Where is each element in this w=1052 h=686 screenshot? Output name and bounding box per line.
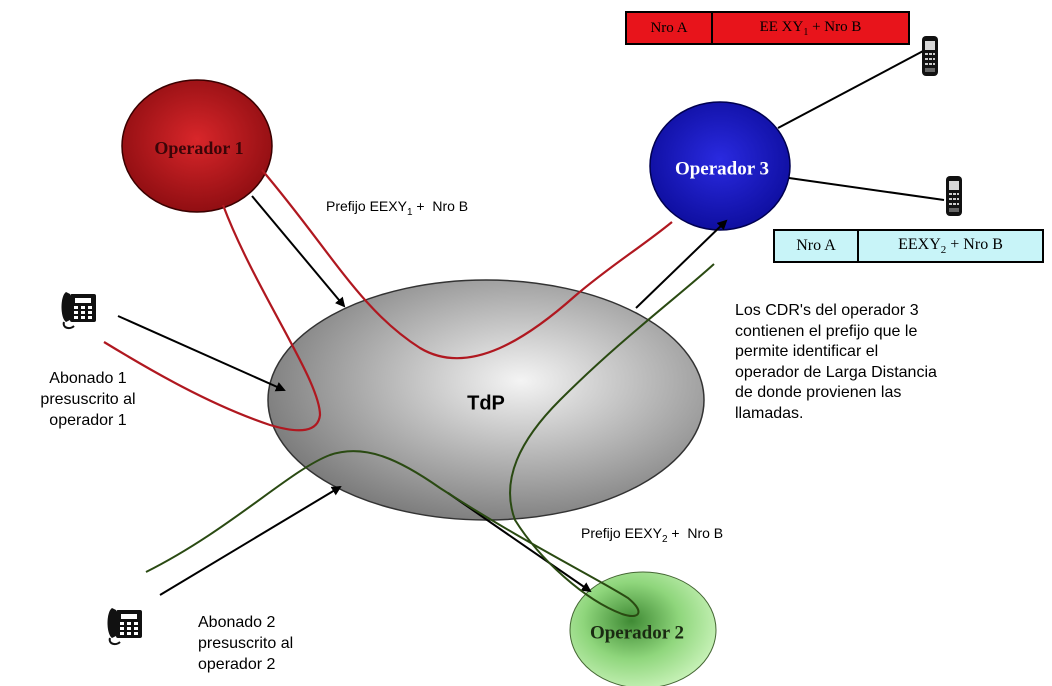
cdr-table-top-prefix: EE XY1 + Nro B	[759, 18, 862, 38]
green-call-path-main	[145, 263, 715, 617]
cdr-note-line-3: permite identificar el	[735, 343, 879, 360]
operador1-ellipse	[121, 79, 273, 213]
node-operador3-label: Operador 3	[675, 158, 769, 179]
node-operador1-label: Operador 1	[154, 138, 243, 158]
node-operador2-label: Operador 2	[590, 622, 684, 643]
cdr-table-bottom-cell-nro-a: Nro A	[775, 231, 859, 261]
cdr-note-line-4: operador de Larga Distancia	[735, 363, 937, 381]
cdr-table-top-cell-nro-a: Nro A	[627, 13, 713, 43]
cdr-table-top: Nro A EE XY1 + Nro B	[625, 11, 910, 45]
red-call-path-subscriber	[103, 204, 322, 432]
arrow-op1-to-tdp	[251, 195, 346, 308]
abonado1-label: Abonado 1 presuscrito al operador 1	[8, 368, 168, 431]
abonado2-line-3: operador 2	[198, 656, 276, 673]
arrow-abonado1-to-tdp	[117, 315, 286, 392]
cdr-note-line-6: llamadas.	[735, 404, 804, 422]
abonado2-line-1: Abonado 2	[198, 614, 276, 631]
mobile-phone-icon	[946, 176, 962, 216]
abonado2-label: Abonado 2 presuscrito al operador 2	[198, 612, 293, 675]
node-tdp-label: TdP	[467, 392, 505, 414]
arrow-tdp-to-op3	[635, 219, 728, 309]
cdr-table-bottom-cell-prefix: EEXY2 + Nro B	[859, 231, 1042, 261]
cdr-table-bottom: Nro A EEXY2 + Nro B	[773, 229, 1044, 263]
cdr-note-line-1: Los CDR's del operador 3	[735, 302, 919, 319]
cdr-note-line-2: contienen el prefijo que le	[735, 322, 918, 340]
operador2-ellipse	[569, 571, 717, 686]
desk-phone-icon	[106, 607, 143, 646]
desk-phone-icon	[60, 291, 97, 330]
prefijo1-label: Prefijo EEXY1 + Nro B	[326, 198, 469, 218]
cdr-table-top-cell-prefix: EE XY1 + Nro B	[713, 13, 908, 43]
cdr-table-top-nro-a: Nro A	[650, 19, 688, 36]
abonado1-line-3: operador 1	[49, 412, 127, 429]
abonado2-line-2: presuscrito al	[198, 635, 294, 652]
abonado1-line-1: Abonado 1	[49, 370, 127, 387]
link-op3-mobile2	[788, 177, 945, 201]
red-call-path-main	[261, 169, 673, 360]
cdr-table-bottom-nro-a: Nro A	[796, 237, 836, 254]
arrow-tdp-to-op2	[447, 492, 592, 593]
cdr-note-line-5: de donde provienen las	[735, 384, 902, 401]
prefijo2-label: Prefijo EEXY2 + Nro B	[581, 525, 724, 545]
cdr-note: Los CDR's del operador 3 contienen el pr…	[735, 301, 937, 424]
abonado1-line-2: presuscrito al	[40, 391, 136, 408]
mobile-phone-icon	[922, 36, 938, 76]
cdr-table-bottom-prefix: EEXY2 + Nro B	[898, 235, 1003, 257]
link-op3-mobile1	[777, 49, 926, 129]
arrow-abonado2-to-tdp	[159, 485, 342, 596]
